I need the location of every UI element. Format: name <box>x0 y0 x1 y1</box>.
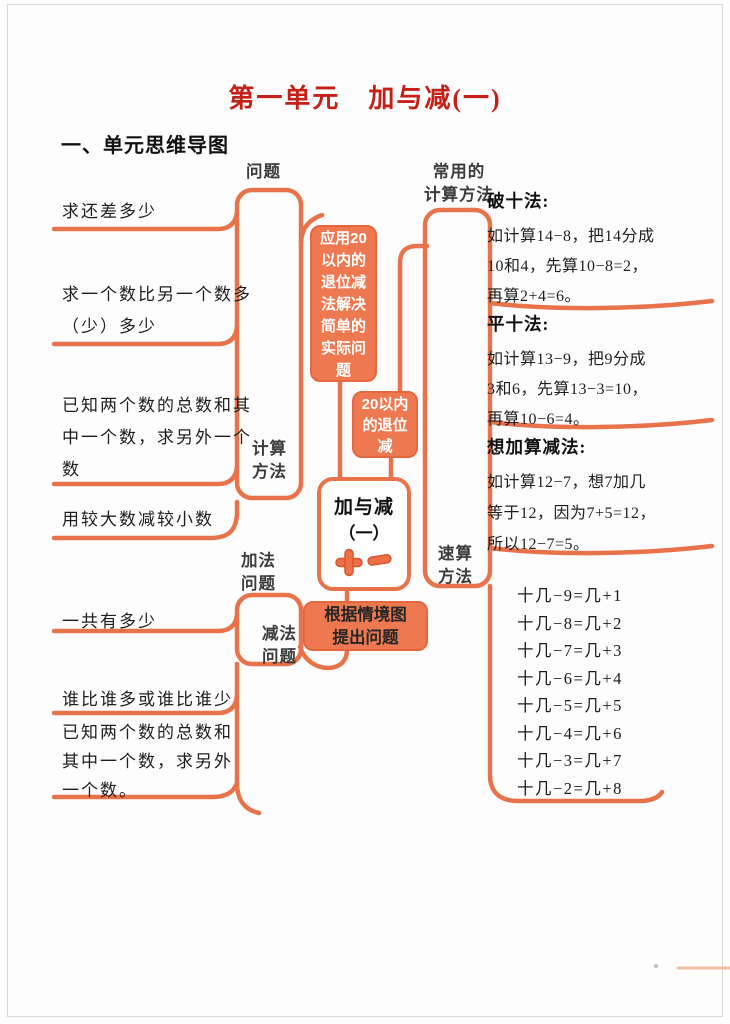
calc-method-label-line: 方法 <box>252 463 287 481</box>
underline-item4 <box>51 499 240 541</box>
underline-item2 <box>51 324 240 347</box>
branch-to-apply-node <box>298 212 325 245</box>
node-line: 的退位 <box>362 417 408 434</box>
common-method-bracket <box>422 207 493 589</box>
formula-item: 十几−8=几+2 <box>517 613 623 633</box>
formula-list: 十几−9=几+1 十几−8=几+2 十几−7=几+3 十几−6=几+4 十几−5… <box>517 582 623 802</box>
node-line: 20以内 <box>361 396 409 413</box>
underline-item7 <box>51 782 239 800</box>
method-line: 等于12，因为7+5=12， <box>487 505 657 522</box>
method-divider-2 <box>487 417 715 430</box>
node-line: 提出问题 <box>332 629 399 647</box>
underline-item3 <box>51 464 240 487</box>
method-line: 10和4，先算10−8=2， <box>487 258 649 275</box>
node-line: 简单的 <box>320 318 366 335</box>
method-block-break-ten: 破十法: 如计算14−8，把14分成 10和4，先算10−8=2， 再算2+4=… <box>487 188 719 312</box>
add-sub-bracket <box>234 592 304 667</box>
node-line: 应用20 <box>320 230 367 247</box>
bracket-to-scene-connector <box>297 644 350 671</box>
common-method-label-line: 计算方法 <box>424 186 494 204</box>
quick-method-label: 速算 方法 <box>438 543 473 589</box>
node-line: 实际问 <box>320 340 366 357</box>
formula-item: 十几−2=几+8 <box>517 778 623 798</box>
formula-item: 十几−5=几+5 <box>517 696 623 715</box>
sub-problem-label-line: 问题 <box>262 648 297 666</box>
method-divider-1 <box>487 298 715 311</box>
calc-method-label-line: 计算 <box>252 440 287 458</box>
sub-problem-label-line: 减法 <box>262 625 297 643</box>
node-line: 减 <box>377 438 393 455</box>
common-method-label-line: 常用的 <box>432 163 486 181</box>
node-line: 法解决 <box>320 296 366 313</box>
method-line: 如计算12−7，想7加几 <box>487 474 647 491</box>
left-item-line: 已知两个数的总数和 <box>62 723 233 742</box>
left-item: 一共有多少 <box>62 612 157 631</box>
formula-item: 十几−6=几+4 <box>517 668 623 688</box>
left-item-line: 一个数。 <box>62 781 138 800</box>
plus-icon <box>335 548 363 577</box>
formula-item: 十几−3=几+7 <box>517 751 623 770</box>
section-heading: 一、单元思维导图 <box>61 135 229 157</box>
add-problem-label: 加法 问题 <box>241 550 276 596</box>
left-item: 求一个数比另一个数多 （少）多少 <box>62 279 252 343</box>
root-title: 加与减 <box>333 497 394 518</box>
underline-item6 <box>51 693 240 716</box>
plus-minus-icon <box>335 548 392 577</box>
root-subtitle: （一） <box>338 524 390 543</box>
left-item-line: 已知两个数的总数和其 <box>62 396 252 415</box>
node-line: 退位减 <box>320 274 366 291</box>
method-line: 3和6，先算13−3=10， <box>487 381 649 398</box>
bottom-speck <box>654 964 658 968</box>
method-block-think-addition: 想加算减法: 如计算12−7，想7加几 等于12，因为7+5=12， 所以12−… <box>487 434 719 560</box>
method-name: 破十法: <box>487 191 550 211</box>
node-line: 以内的 <box>320 252 366 269</box>
formula-item: 十几−7=几+3 <box>517 641 623 660</box>
method-line: 再算2+4=6。 <box>487 288 582 305</box>
formula-item: 十几−9=几+1 <box>517 586 623 605</box>
apply-subtraction-node: 应用20 以内的 退位减 法解决 简单的 实际问 题 <box>310 225 377 382</box>
within-20-subtraction-node: 20以内 的退位 减 <box>352 391 418 458</box>
root-node: 加与减 （一） <box>317 477 411 591</box>
common-method-label: 常用的 计算方法 <box>423 161 495 207</box>
add-problem-label-line: 问题 <box>241 575 276 593</box>
left-item: 已知两个数的总数和 其中一个数，求另外 一个数。 <box>62 718 233 805</box>
quick-method-label-line: 速算 <box>438 545 473 563</box>
left-item-line: 中一个数，求另外一个 <box>62 428 252 447</box>
left-item-line: （少）多少 <box>62 317 157 336</box>
problem-bracket <box>234 187 304 501</box>
sub-problem-label: 减法 问题 <box>262 623 297 669</box>
left-item: 谁比谁多或谁比谁少 <box>62 690 233 709</box>
formula-bracket <box>487 583 665 804</box>
quick-method-label-line: 方法 <box>438 568 473 586</box>
left-item: 已知两个数的总数和其 中一个数，求另外一个 数 <box>62 390 252 486</box>
left-item-line: 求一个数比另一个数多 <box>62 285 252 304</box>
node-line: 题 <box>335 362 351 379</box>
calc-method-label: 计算 方法 <box>252 438 287 484</box>
method-block-level-ten: 平十法: 如计算13−9，把9分成 3和6，先算13−3=10， 再算10−6=… <box>487 311 719 435</box>
left-item: 用较大数减较小数 <box>62 510 214 529</box>
method-line: 所以12−7=5。 <box>487 536 590 553</box>
method-name: 平十法: <box>487 314 550 334</box>
add-problem-label-line: 加法 <box>241 552 276 570</box>
formula-item: 十几−4=几+6 <box>517 723 623 743</box>
method-line: 再算10−6=4。 <box>487 411 590 428</box>
left-item-line: 其中一个数，求另外 <box>62 752 233 771</box>
minus-icon <box>367 553 392 566</box>
method-line: 如计算14−8，把14分成 <box>487 228 655 245</box>
scene-question-node: 根据情境图 提出问题 <box>303 601 428 651</box>
left-item: 求还差多少 <box>62 202 157 221</box>
within20-to-methods-connector <box>397 243 430 399</box>
left-item-line: 数 <box>62 460 81 479</box>
method-divider-3 <box>487 543 715 556</box>
underline-item1 <box>51 209 240 232</box>
method-name: 想加算减法: <box>487 437 587 457</box>
sub-problem-bracket <box>234 661 262 816</box>
problem-label: 问题 <box>246 163 281 181</box>
page-title: 第一单元 加与减(一) <box>228 84 502 113</box>
node-line: 根据情境图 <box>324 606 407 624</box>
underline-item5 <box>51 612 240 634</box>
method-line: 如计算13−9，把9分成 <box>487 351 647 368</box>
